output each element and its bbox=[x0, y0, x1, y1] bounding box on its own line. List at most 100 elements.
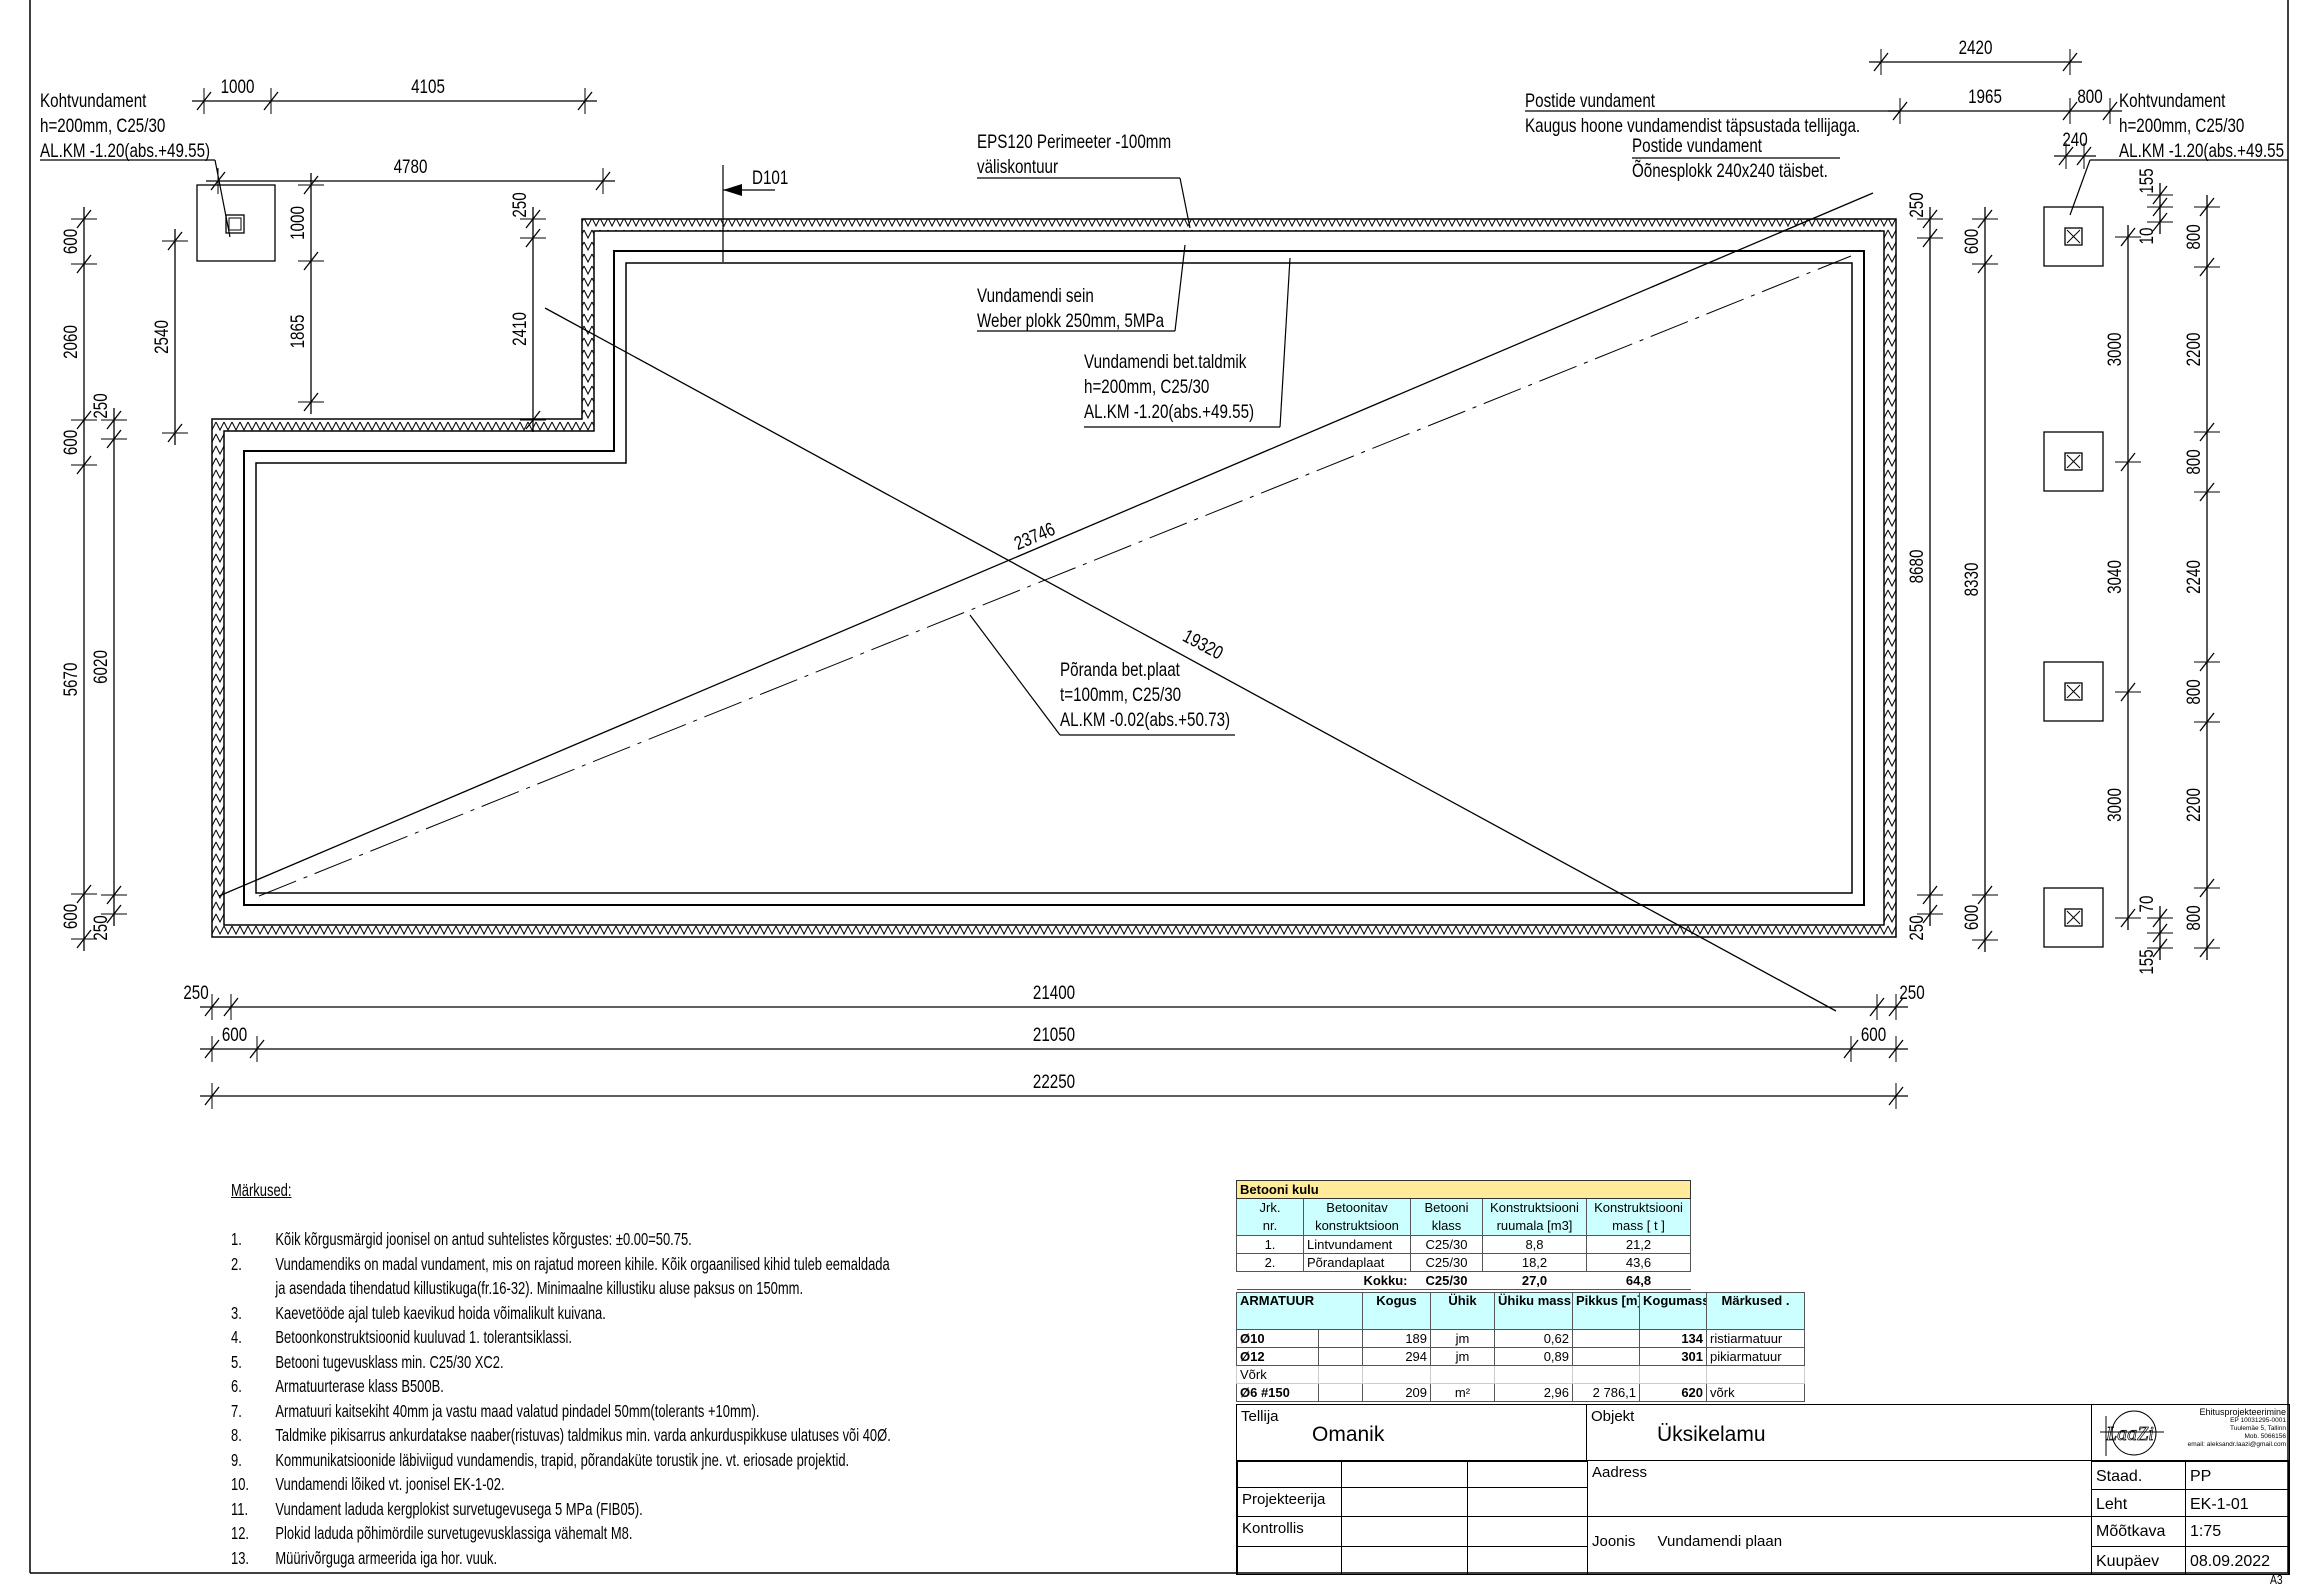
title-block-cell: Kontrollis bbox=[1237, 1516, 1342, 1547]
dimension-label: 800 bbox=[2182, 905, 2204, 930]
dimension-label: 250 bbox=[508, 192, 530, 217]
column-header: Betoonitav konstruktsioon bbox=[1303, 1198, 1411, 1236]
table-cell: Võrk bbox=[1236, 1365, 1319, 1384]
diagonal-line-23746 bbox=[218, 192, 1874, 897]
total-volume: 27,0 bbox=[1482, 1271, 1587, 1290]
title-block-cell bbox=[1467, 1546, 1588, 1575]
note-item: 9.Kommunikatsioonide läbiviigud vundamen… bbox=[231, 1448, 897, 1473]
dimension-label: 600 bbox=[222, 1023, 247, 1045]
column-header: ARMATUUR bbox=[1235, 1292, 1364, 1330]
dimension-label: 21400 bbox=[1033, 981, 1075, 1003]
concrete-usage-table: Betooni kulu Jrk.nr. Betoonitav konstrukts… bbox=[1235, 1180, 1692, 1290]
dimension-label: 800 bbox=[2182, 679, 2204, 704]
kohtvundament_right-label: AL.KM -1.20(abs.+49.55 bbox=[2119, 139, 2284, 161]
leht-value: EK-1-01 bbox=[2190, 1496, 2249, 1513]
note-text: Betooni tugevusklass min. C25/30 XC2. bbox=[275, 1351, 504, 1372]
mootkava-label-cell: Mõõtkava bbox=[2091, 1516, 2186, 1547]
table-cell bbox=[1572, 1329, 1641, 1348]
kuupaev-value-cell: 08.09.2022 bbox=[2185, 1546, 2289, 1575]
column-header: Kogumass [kg] bbox=[1639, 1292, 1708, 1330]
note-item: 12.Plokid laduda põhimördile survetugevu… bbox=[231, 1521, 897, 1546]
dimension-label: 1000 bbox=[286, 206, 308, 240]
dimension-label: 3000 bbox=[2103, 788, 2125, 822]
table-cell: 43,6 bbox=[1585, 1253, 1692, 1272]
company-info-line: Ehitusprojekteerimine bbox=[2199, 1407, 2286, 1417]
aadress-label: Aadress bbox=[1592, 1464, 1648, 1481]
note-text: Armatuuri kaitsekiht 40mm ja vastu maad … bbox=[275, 1400, 760, 1421]
total-class: C25/30 bbox=[1410, 1271, 1483, 1290]
header-line: ruumala [m3] bbox=[1496, 1218, 1573, 1233]
dimension-label: 2240 bbox=[2182, 560, 2204, 594]
joonis-label: Joonis bbox=[1592, 1533, 1636, 1550]
aadress-cell: Aadress bbox=[1587, 1461, 2091, 1517]
table-cell bbox=[1494, 1365, 1574, 1384]
objekt-value: Üksikelamu bbox=[1657, 1423, 1766, 1446]
empty-cell bbox=[1236, 1271, 1304, 1290]
table-cell: võrk bbox=[1706, 1383, 1806, 1402]
dimension-label: 3000 bbox=[2103, 333, 2125, 367]
dimension-label: 240 bbox=[2062, 128, 2087, 150]
note-item: 2.Vundamendiks on madal vundament, mis o… bbox=[231, 1252, 897, 1301]
company-info-line: Tuulemäe 5, Tallinn bbox=[2229, 1425, 2286, 1432]
table-cell: m² bbox=[1430, 1383, 1496, 1402]
kuupaev-value: 08.09.2022 bbox=[2190, 1553, 2271, 1570]
foundation-wall-line bbox=[255, 262, 1853, 894]
leader-line bbox=[1174, 244, 1186, 332]
dimension-label: 22250 bbox=[1033, 1070, 1075, 1092]
table-cell bbox=[1639, 1365, 1708, 1384]
table-cell: jm bbox=[1430, 1347, 1496, 1366]
table-cell: 8,8 bbox=[1482, 1235, 1587, 1254]
dimension-label: 800 bbox=[2182, 224, 2204, 249]
note-item: 5.Betooni tugevusklass min. C25/30 XC2. bbox=[231, 1350, 897, 1375]
porand-label: Põranda bet.plaat bbox=[1060, 658, 1180, 680]
joonis-cell: Joonis Vundamendi plaan bbox=[1587, 1517, 2091, 1574]
note-number: 7. bbox=[231, 1400, 242, 1421]
table-cell: Lintvundament bbox=[1303, 1235, 1411, 1254]
dimension-label: 250 bbox=[89, 915, 111, 940]
title-block-cell bbox=[1341, 1546, 1468, 1575]
porand-label: t=100mm, C25/30 bbox=[1060, 683, 1181, 705]
column-header: Jrk.nr. bbox=[1236, 1198, 1304, 1236]
eps-label: väliskontuur bbox=[977, 155, 1058, 177]
postide_1-label: Kaugus hoone vundamendist täpsustada tel… bbox=[1525, 114, 1860, 136]
table-cell: 209 bbox=[1362, 1383, 1432, 1402]
table-cell: 21,2 bbox=[1585, 1235, 1692, 1254]
note-number: 6. bbox=[231, 1376, 242, 1396]
header-line: klass bbox=[1431, 1218, 1462, 1233]
kontrollis-label: Kontrollis bbox=[1242, 1520, 1304, 1537]
tellija-label: Tellija bbox=[1241, 1408, 1279, 1425]
dimension-label: 250 bbox=[1899, 981, 1924, 1003]
header-line: Betoonitav bbox=[1326, 1200, 1388, 1215]
logo-text: LaaZi bbox=[2105, 1423, 2154, 1445]
taldmik-label: h=200mm, C25/30 bbox=[1084, 375, 1209, 397]
total-label: Kokku: bbox=[1303, 1271, 1411, 1290]
column-header: Pikkus [m] bbox=[1572, 1292, 1641, 1330]
table-cell: pikiarmatuur bbox=[1706, 1347, 1806, 1366]
staad-value-cell: PP bbox=[2185, 1461, 2289, 1490]
note-number: 13. bbox=[231, 1547, 250, 1568]
tellija-value: Omanik bbox=[1312, 1423, 1385, 1446]
dimension-label: 3040 bbox=[2103, 560, 2125, 594]
kohtvundament_left-label: AL.KM -1.20(abs.+49.55) bbox=[40, 139, 210, 161]
note-text: Armatuurterase klass B500B. bbox=[275, 1376, 444, 1396]
leader-line bbox=[214, 159, 231, 238]
header-line: Konstruktsiooni bbox=[1490, 1200, 1579, 1215]
post-x bbox=[2066, 229, 2081, 244]
header-line: Jrk. bbox=[1259, 1200, 1281, 1215]
note-text: Vundament laduda kergplokist survetugevu… bbox=[275, 1498, 643, 1519]
dimension-label: 250 bbox=[89, 393, 111, 418]
dimension-label: 600 bbox=[59, 430, 81, 455]
kuupaev-label-cell: Kuupäev bbox=[2091, 1546, 2186, 1575]
post-x bbox=[2066, 454, 2081, 469]
postide_2-label: Õõnesplokk 240x240 täisbet. bbox=[1632, 159, 1828, 181]
header-line: konstruktsioon bbox=[1315, 1218, 1399, 1233]
tellija-cell: Tellija Omanik bbox=[1237, 1405, 1587, 1461]
concrete-table-title: Betooni kulu bbox=[1235, 1180, 1692, 1199]
table-cell: Ø12 bbox=[1236, 1347, 1319, 1366]
notes-section: Märkused: 1.Kõik kõrgusmärgid joonisel o… bbox=[231, 1180, 897, 1570]
